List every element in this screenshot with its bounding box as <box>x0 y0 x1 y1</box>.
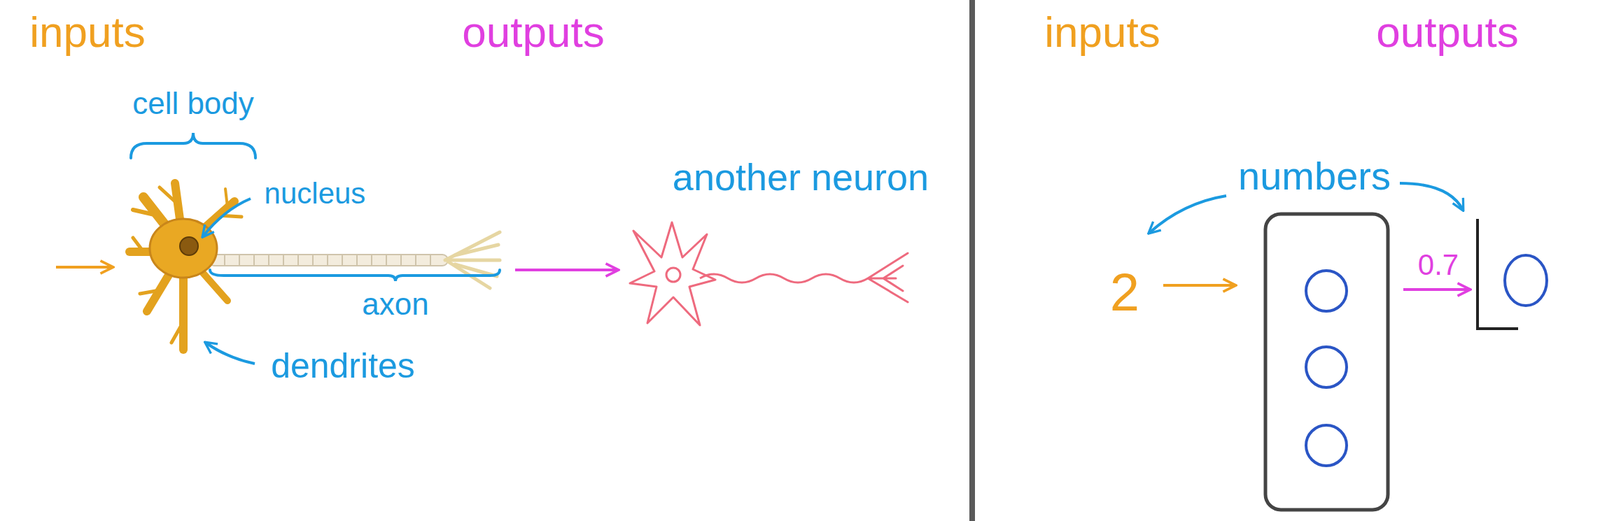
section-heading: inputs <box>1044 10 1160 54</box>
dendrite <box>139 290 160 294</box>
cell-body-bracket <box>130 132 256 159</box>
output-bracket <box>1477 219 1519 329</box>
dendrite <box>171 321 184 343</box>
part-label: axon <box>361 289 429 320</box>
network-layer <box>1265 214 1388 511</box>
dendrite <box>132 237 144 252</box>
leader-arrow <box>202 198 251 237</box>
input-arrow <box>55 265 112 269</box>
part-label: cell body <box>132 88 255 119</box>
output-arrow <box>515 268 618 272</box>
terminal-branch <box>445 232 500 261</box>
part-label: nucleus <box>264 179 367 209</box>
neuron-unit <box>1306 270 1347 312</box>
part-label: dendrites <box>270 348 416 384</box>
section-heading: outputs <box>1376 10 1519 54</box>
neuron-sketch <box>629 222 716 326</box>
leader-arrow <box>1399 183 1463 210</box>
input-arrow <box>1163 284 1235 287</box>
dendrite <box>159 187 177 203</box>
axon-bracket <box>209 270 500 282</box>
output-arrow <box>1403 288 1470 292</box>
myelin-segments <box>224 255 431 266</box>
section-heading: outputs <box>461 10 605 54</box>
section-heading: inputs <box>29 10 145 54</box>
nucleus-sketch <box>666 268 681 283</box>
neuron-unit <box>1504 255 1547 306</box>
terminal-branch <box>447 258 500 263</box>
leader-arrow <box>205 342 255 364</box>
axon-drawing <box>208 254 448 266</box>
dendrite <box>225 188 228 208</box>
axon-terminal <box>445 232 500 289</box>
input-value: 2 <box>1110 265 1140 320</box>
neuron-unit <box>1306 425 1347 467</box>
part-label: another neuron <box>672 158 929 196</box>
nucleus-drawing <box>179 237 199 256</box>
dendrite <box>132 209 158 216</box>
terminal-sketch <box>867 253 908 303</box>
output-value: 0.7 <box>1418 250 1459 280</box>
axon-sketch <box>699 274 868 283</box>
neuron-unit <box>1306 347 1347 388</box>
panel-divider <box>969 0 975 521</box>
leader-arrow <box>1149 195 1227 234</box>
cell-body-drawing <box>149 219 217 278</box>
terminal-branch <box>454 244 499 256</box>
annotation: numbers <box>1238 156 1391 196</box>
